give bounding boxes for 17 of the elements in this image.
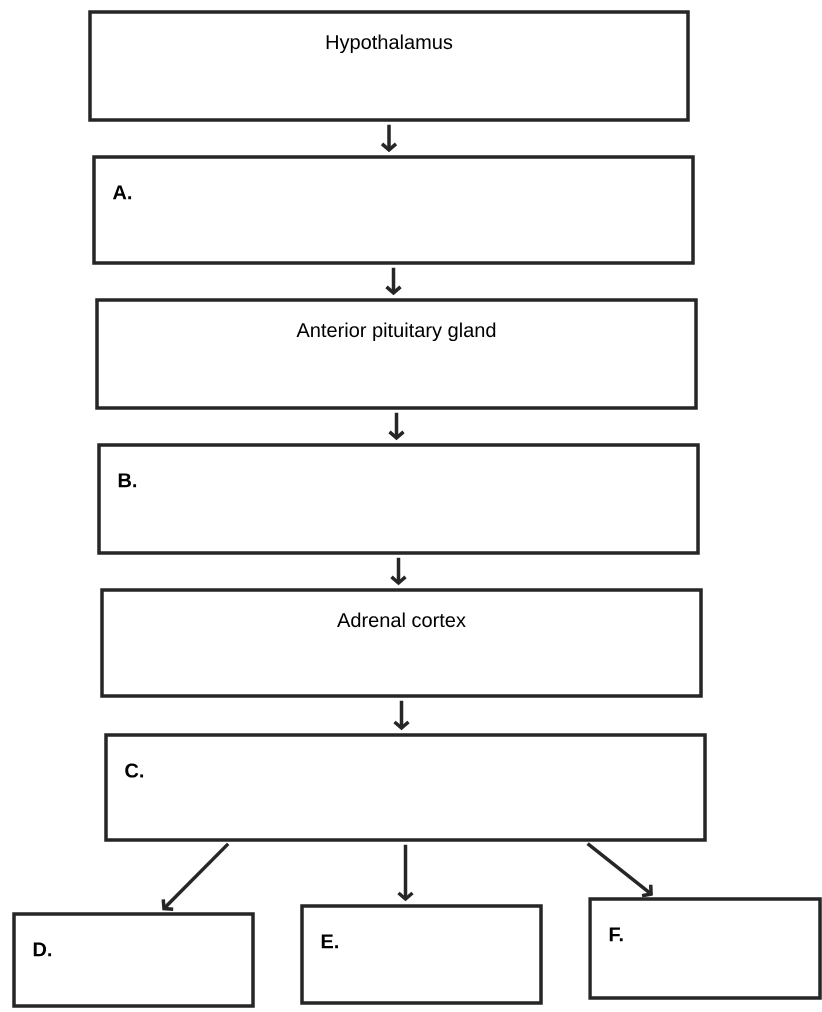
process-box: A. (92, 155, 695, 265)
arrow (161, 842, 230, 911)
process-box: F. (588, 897, 822, 1000)
arrow (393, 700, 410, 731)
process-box: D. (12, 912, 255, 1008)
process-box: Anterior pituitary gland (95, 298, 698, 410)
process-box: E. (300, 904, 543, 1005)
process-box: Adrenal cortex (100, 588, 703, 698)
process-box: B. (97, 443, 700, 555)
arrow (586, 842, 653, 898)
arrow (388, 412, 405, 441)
arrow (385, 267, 402, 296)
arrow (397, 844, 414, 902)
arrow (380, 124, 398, 153)
process-box: C. (104, 733, 707, 842)
arrow (390, 557, 407, 586)
process-box: Hypothalamus (88, 10, 690, 122)
